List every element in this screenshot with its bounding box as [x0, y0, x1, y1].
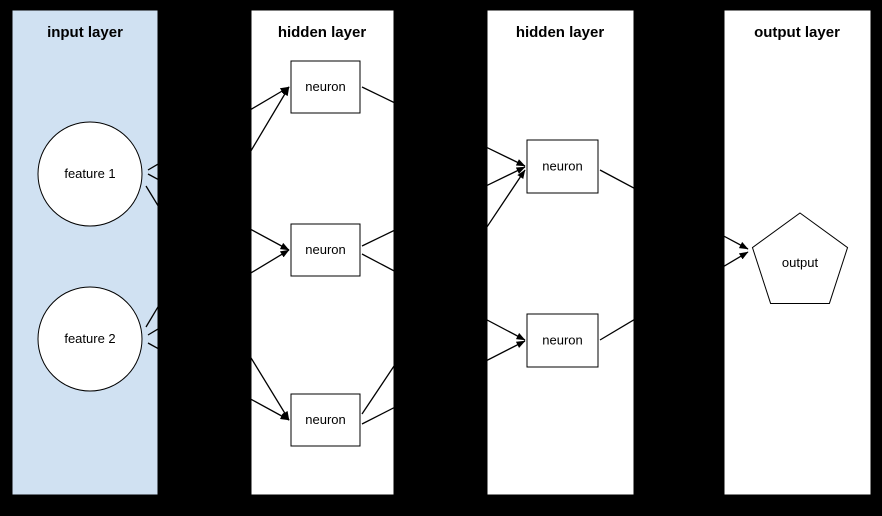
edge-feature-2-to-hidden1-neuron-2: [251, 249, 290, 274]
edge-hidden2-neuron-2-to-output-node: [599, 319, 634, 341]
edge-hidden1-neuron-1-to-hidden2-neuron-1: [361, 86, 394, 104]
node-label: output: [782, 255, 819, 270]
node-label: neuron: [305, 412, 345, 427]
rect-shape: [290, 393, 361, 447]
edge-feature-1-to-hidden1-neuron-2: [251, 228, 290, 251]
node-label: feature 2: [64, 331, 115, 346]
node-hidden1-neuron-2[interactable]: neuron: [290, 223, 361, 277]
edge-feature-1-to-hidden1-neuron-3: [251, 356, 290, 421]
node-hidden1-neuron-3[interactable]: neuron: [290, 393, 361, 447]
pentagon-shape: [751, 212, 849, 304]
edge-feature-2-to-hidden1-neuron-3: [251, 398, 290, 421]
rect-shape: [526, 139, 599, 194]
title-hidden-layer-1: hidden layer: [278, 24, 367, 41]
circle-shape: [37, 121, 143, 227]
node-hidden2-neuron-1[interactable]: neuron: [526, 139, 599, 194]
connection-edges: [145, 86, 749, 425]
edge-hidden1-neuron-2-to-hidden2-neuron-1: [487, 166, 526, 187]
node-label: feature 1: [64, 166, 115, 181]
layer-titles: input layer hidden layer hidden layer outpu…: [47, 24, 840, 41]
rect-shape: [290, 60, 361, 114]
node-hidden1-neuron-1[interactable]: neuron: [290, 60, 361, 114]
edge-hidden1-neuron-3-to-hidden2-neuron-2: [361, 406, 394, 425]
edge-hidden2-neuron-1-to-output-node: [599, 169, 634, 189]
node-label: neuron: [542, 333, 582, 348]
title-output-layer: output layer: [754, 24, 840, 41]
layer-nodes: feature 1 feature 2 neuron neuron neuron neur…: [37, 60, 849, 447]
edge-hidden1-neuron-3-to-hidden2-neuron-1: [487, 169, 526, 229]
node-hidden2-neuron-2[interactable]: neuron: [526, 313, 599, 368]
panel-hidden-layer-2: [486, 9, 635, 496]
node-feature-2[interactable]: feature 2: [37, 286, 143, 392]
rect-shape: [526, 313, 599, 368]
title-hidden-layer-2: hidden layer: [516, 24, 605, 41]
node-output-node[interactable]: output: [751, 212, 849, 304]
title-input-layer: input layer: [47, 24, 123, 41]
panel-input-layer: [11, 9, 159, 496]
edge-hidden1-neuron-3-to-hidden2-neuron-2: [487, 340, 526, 362]
node-label: neuron: [542, 159, 582, 174]
edge-hidden1-neuron-2-to-hidden2-neuron-2: [361, 253, 394, 272]
edge-hidden1-neuron-2-to-hidden2-neuron-1: [361, 229, 394, 247]
rect-shape: [290, 223, 361, 277]
node-label: neuron: [305, 242, 345, 257]
layer-panels: [11, 9, 872, 496]
circle-shape: [37, 286, 143, 392]
edge-hidden1-neuron-2-to-hidden2-neuron-2: [487, 319, 526, 341]
edge-hidden1-neuron-1-to-hidden2-neuron-1: [487, 146, 526, 167]
edge-hidden1-neuron-3-to-hidden2-neuron-1: [361, 364, 394, 415]
node-label: neuron: [305, 79, 345, 94]
edge-feature-2-to-hidden1-neuron-1: [251, 86, 290, 153]
node-feature-1[interactable]: feature 1: [37, 121, 143, 227]
edge-feature-1-to-hidden1-neuron-1: [251, 86, 290, 111]
